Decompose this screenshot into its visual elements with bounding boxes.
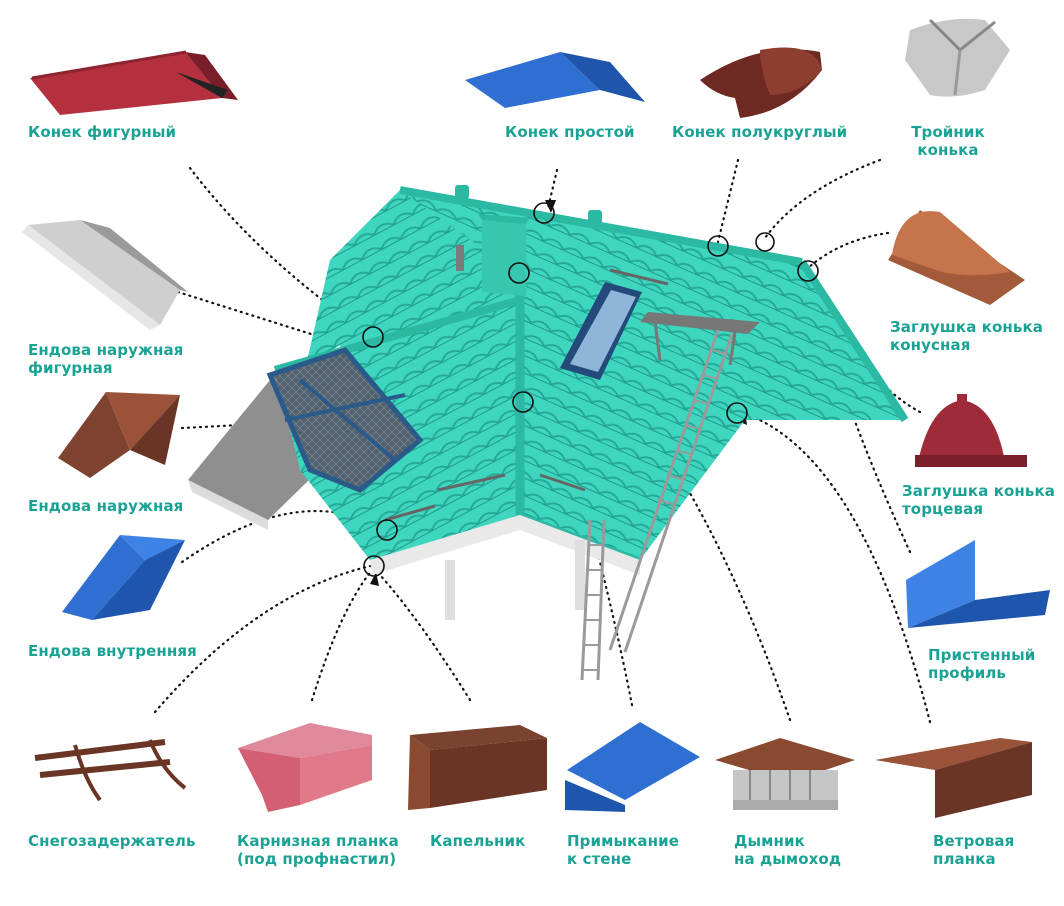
label-ridge-round: Конек полукруглый [672,123,847,141]
label-line: Ендова внутренняя [28,642,197,660]
wall-profile-icon [906,540,1050,628]
ridge-tee-icon [905,18,1010,97]
ridge-cap-end-icon [915,394,1027,467]
label-line: Ендова наружная [28,497,184,515]
label-line: торцевая [902,500,984,518]
label-line: на дымоход [734,850,842,868]
label-line: Капельник [430,832,526,850]
label-line: Ветровая [933,832,1015,850]
label-line: Заглушка конька [890,318,1043,336]
label-wall-abutment: Примыкание к стене [567,832,679,868]
label-ridge-figured: Конек фигурный [28,123,176,141]
label-eaves-strip: Карнизная планка (под профнастил) [237,832,399,868]
label-ridge-cap-end: Заглушка конька торцевая [902,482,1055,518]
label-line: Карнизная планка [237,832,399,850]
label-line: к стене [567,850,632,868]
label-chimney-cap: Дымник на дымоход [734,832,841,868]
label-line: конька [917,141,979,159]
label-line: Дымник [734,832,805,850]
label-valley-inner: Ендова внутренняя [28,642,197,660]
valley-inner-icon [62,535,185,620]
label-line: фигурная [28,359,113,377]
label-ridge-tee: Тройник конька [905,123,991,159]
label-valley-outer: Ендова наружная [28,497,183,515]
callout-circles [362,202,819,577]
label-line: Конек полукруглый [672,123,848,141]
label-wall-profile: Пристенный профиль [928,646,1035,682]
label-line: (под профнастил) [237,850,397,868]
ridge-figured-icon [30,50,238,115]
label-line: Заглушка конька [902,482,1055,500]
label-ridge-simple: Конек простой [505,123,635,141]
label-snow-guard: Снегозадержатель [28,832,196,850]
label-valley-outer-figured: Ендова наружная фигурная [28,341,183,377]
label-line: планка [933,850,996,868]
wall-abutment-icon [565,722,700,812]
label-line: профиль [928,664,1006,682]
label-line: Пристенный [928,646,1036,664]
valley-outer-figured-icon [22,220,188,330]
label-line: Ендова наружная [28,341,184,359]
label-ridge-cap-cone: Заглушка конька конусная [890,318,1043,354]
chimney-cap-icon [715,738,855,810]
label-wind-strip: Ветровая планка [933,832,1014,868]
label-line: Снегозадержатель [28,832,196,850]
roof-model [188,185,909,681]
eaves-strip-icon [238,723,372,812]
label-line: Примыкание [567,832,679,850]
label-drip-edge: Капельник [430,832,525,850]
drip-edge-icon [408,725,547,810]
ridge-round-icon [700,47,822,118]
label-line: Тройник [911,123,985,141]
label-line: Конек фигурный [28,123,177,141]
ridge-simple-icon [465,52,645,108]
valley-outer-icon [58,392,180,478]
wind-strip-icon [875,738,1032,818]
label-line: Конек простой [505,123,635,141]
ridge-cap-cone-icon [888,210,1025,305]
label-line: конусная [890,336,971,354]
snow-guard-icon [34,739,187,802]
